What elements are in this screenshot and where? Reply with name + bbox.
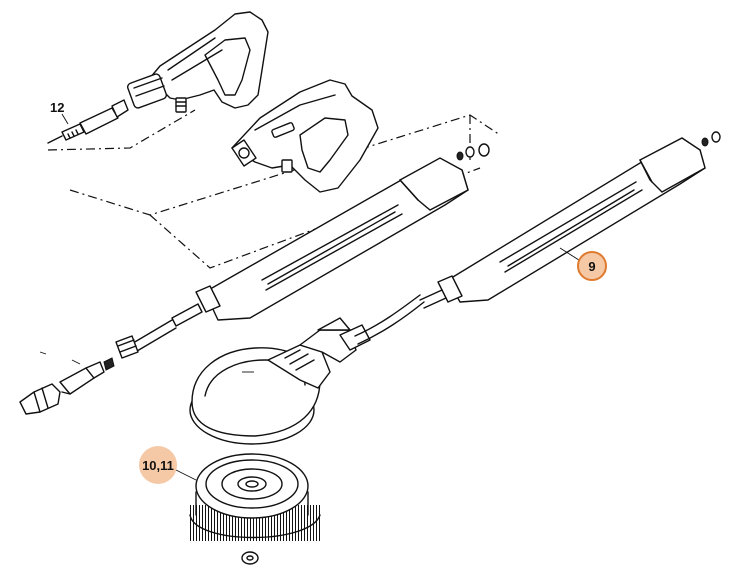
part-label-12: 12 [50, 100, 64, 115]
callout-10-11-ring [139, 446, 177, 484]
o-rings-right [701, 131, 721, 147]
leader-line-10-11 [175, 469, 197, 481]
nozzle-set [19, 351, 115, 415]
part-12-lance-tip [47, 99, 129, 144]
part-label-10-11: 10,11 [142, 458, 174, 473]
rotating-brush-head [189, 294, 425, 445]
leader-line-9 [559, 247, 583, 263]
spray-gun-middle [231, 79, 379, 193]
spray-gun-top [127, 11, 269, 113]
part-label-9: 9 [588, 259, 595, 274]
leader-line-12 [61, 113, 69, 125]
o-rings-left [456, 143, 490, 161]
lance-left [115, 157, 469, 359]
callout-9-ring [577, 251, 607, 281]
brush-ring [189, 453, 321, 565]
lance-right [419, 137, 706, 309]
